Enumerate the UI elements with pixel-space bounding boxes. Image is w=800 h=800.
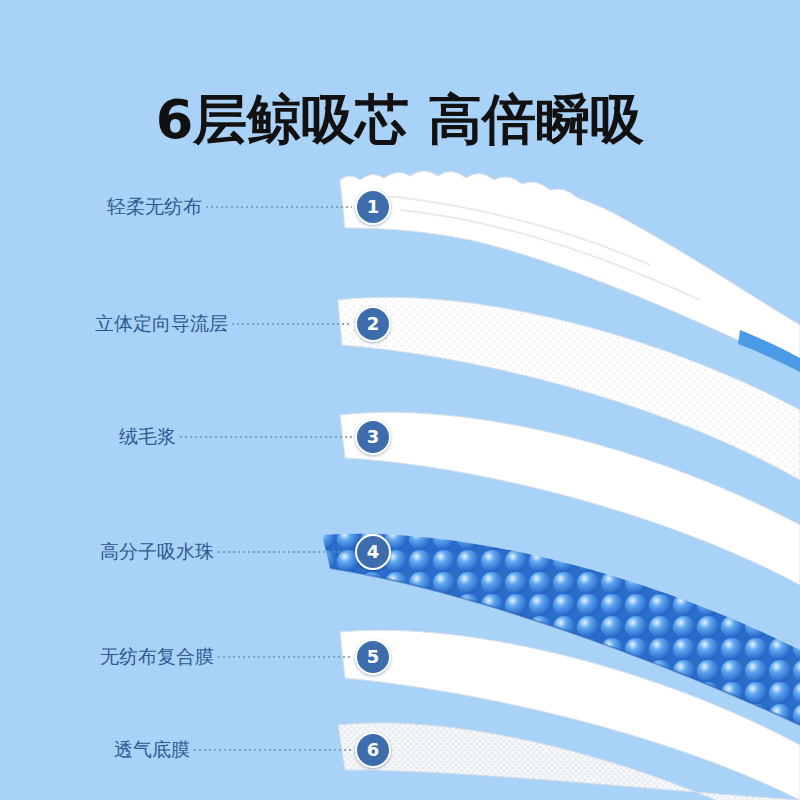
callout-number: 5 [355, 639, 391, 675]
leader-line [232, 323, 352, 325]
layer-label: 绒毛浆 [119, 424, 176, 450]
leader-lines [180, 207, 352, 750]
layer-1 [340, 171, 800, 372]
layer-label: 无纺布复合膜 [100, 644, 214, 670]
leader-line [218, 551, 352, 553]
callout-number-text: 4 [367, 543, 380, 561]
layer-label: 轻柔无纺布 [107, 194, 202, 220]
leader-line [180, 436, 352, 438]
layer-label: 立体定向导流层 [95, 311, 228, 337]
callout-number-text: 1 [367, 198, 380, 216]
layer-4-beads [322, 534, 800, 725]
callout-number: 4 [355, 534, 391, 570]
layer-label: 高分子吸水珠 [100, 539, 214, 565]
callout-number: 6 [355, 732, 391, 768]
callout-number: 3 [355, 419, 391, 455]
leader-line [194, 749, 352, 751]
callout-number-text: 3 [367, 428, 380, 446]
callout-number-text: 5 [367, 648, 380, 666]
title: 6层鲸吸芯 高倍瞬吸 [0, 84, 800, 157]
leader-line [218, 656, 352, 658]
layer-label: 透气底膜 [114, 737, 190, 763]
callout-number-text: 6 [367, 741, 380, 759]
callout-number: 1 [355, 189, 391, 225]
callout-number: 2 [355, 306, 391, 342]
leader-line [206, 206, 352, 208]
callout-number-text: 2 [367, 315, 380, 333]
